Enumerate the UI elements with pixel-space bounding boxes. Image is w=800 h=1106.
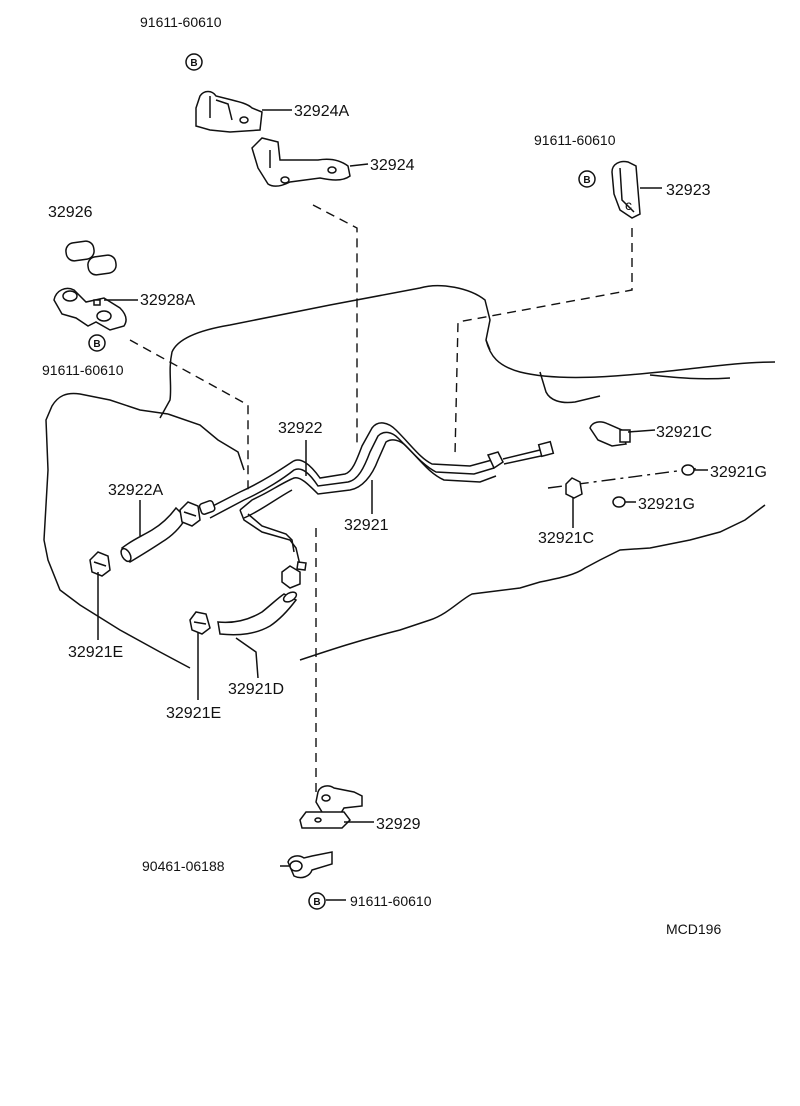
label-32921g-upper: 32921G <box>710 464 767 481</box>
label-32921c-upper: 32921C <box>656 424 712 441</box>
label-32921e-left: 32921E <box>68 644 123 661</box>
hose-32922a <box>120 506 187 564</box>
bolt-symbol-bottom-text: B <box>313 897 320 908</box>
clip-32921e-bottom-part <box>189 611 211 635</box>
label-32922a: 32922A <box>108 482 163 499</box>
label-32921: 32921 <box>344 517 389 534</box>
bracket-32924a <box>195 90 263 133</box>
label-32921c-lower: 32921C <box>538 530 594 547</box>
clip-near-hose-part <box>179 501 201 527</box>
clamp-90461 <box>287 851 333 879</box>
leader-lines <box>129 204 701 795</box>
bolt-symbol-top: B <box>185 53 203 71</box>
gasket-32921g-lower-part <box>612 496 626 508</box>
engine-outline <box>43 284 776 669</box>
bolt-symbol-left: B <box>88 334 106 352</box>
bolt-symbol-bottom: B <box>308 892 326 910</box>
label-bolt-right: 91611-60610 <box>534 132 616 148</box>
bolt-symbol-top-text: B <box>190 58 197 69</box>
label-32922: 32922 <box>278 420 323 437</box>
hose-32921d <box>217 591 298 636</box>
union-32921c-upper-part <box>589 421 631 447</box>
label-bolt-bottom: 91611-60610 <box>350 893 432 909</box>
bracket-32924 <box>251 137 351 187</box>
label-32926: 32926 <box>48 204 93 221</box>
label-bolt-top: 91611-60610 <box>140 14 222 30</box>
label-32921g-lower: 32921G <box>638 496 695 513</box>
gasket-32921g-upper-part <box>681 464 695 476</box>
label-32924a: 32924A <box>294 103 349 120</box>
bolt-symbol-right: B <box>578 170 596 188</box>
clip-upper-hose-part <box>281 565 301 589</box>
label-32921d: 32921D <box>228 681 284 698</box>
label-leaders <box>97 109 708 901</box>
drawing-code: MCD196 <box>666 921 721 937</box>
label-32924: 32924 <box>370 157 415 174</box>
label-32929: 32929 <box>376 816 421 833</box>
bracket-32929 <box>299 785 363 829</box>
clamp-32923: c <box>611 160 641 219</box>
label-90461: 90461-06188 <box>142 858 225 874</box>
bolt-symbol-right-text: B <box>583 175 590 186</box>
svg-text:c: c <box>625 197 632 213</box>
label-32928a: 32928A <box>140 292 195 309</box>
fuel-tube-assembly <box>198 422 555 571</box>
label-32923: 32923 <box>666 182 711 199</box>
cushion-32926 <box>65 240 117 276</box>
union-32921c-lower-part <box>565 477 583 499</box>
bolt-symbol-left-text: B <box>93 339 100 350</box>
clip-32921e-left-part <box>89 551 111 577</box>
clamp-32928a <box>53 287 127 331</box>
label-32921e-bottom: 32921E <box>166 705 221 722</box>
label-bolt-left: 91611-60610 <box>42 362 124 378</box>
